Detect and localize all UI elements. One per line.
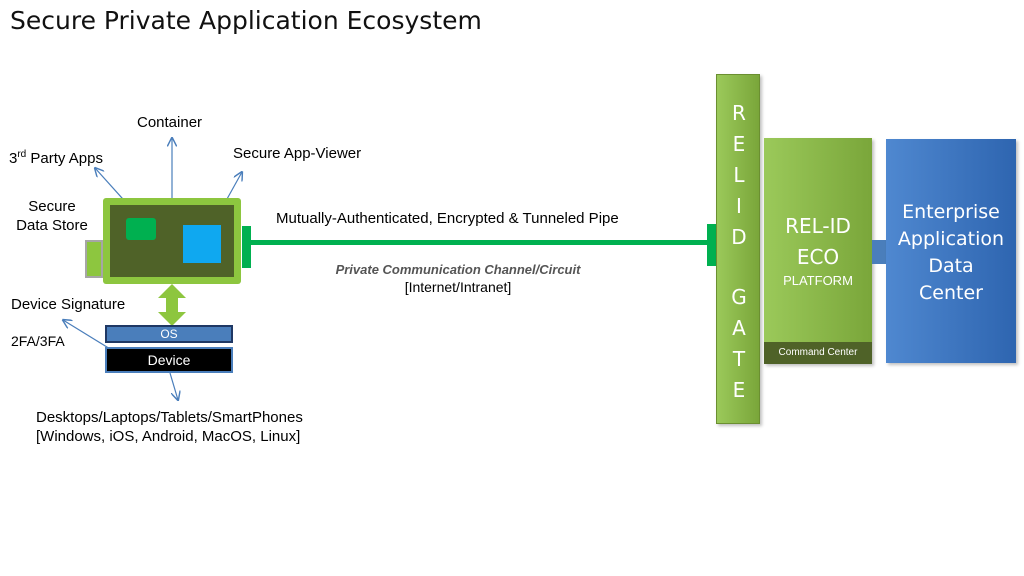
os-bar: OS xyxy=(105,325,233,343)
container-label: Container xyxy=(137,114,203,131)
two-factor-label: 2FA/3FA xyxy=(11,333,65,349)
network-label: [Internet/Intranet] xyxy=(404,279,512,295)
secure-data-store-block xyxy=(85,240,103,278)
eco-enterprise-connector xyxy=(872,240,886,264)
pipe-cap-right xyxy=(707,224,716,266)
secure-app-viewer-block xyxy=(183,225,221,263)
enterprise-line4: Center xyxy=(919,282,983,304)
page-title: Secure Private Application Ecosystem xyxy=(10,6,482,35)
enterprise-line2: Application xyxy=(897,228,1005,250)
gate-letter: D xyxy=(731,225,747,249)
gate-letter: G xyxy=(731,285,747,309)
command-center-bar: Command Center xyxy=(764,342,872,364)
gate-letter: R xyxy=(732,101,746,125)
gate-letter: I xyxy=(736,194,742,218)
enterprise-line3: Data xyxy=(928,255,974,277)
device-bar: Device xyxy=(105,347,233,373)
eco-line1: REL-ID xyxy=(785,214,851,238)
platforms-label: Desktops/Laptops/Tablets/SmartPhones [Wi… xyxy=(36,409,303,445)
device-signature-label: Device Signature xyxy=(11,296,126,313)
tunnel-pipe xyxy=(242,240,716,245)
device-platform-arrow xyxy=(169,372,178,400)
eco-line2: ECO xyxy=(796,245,840,269)
third-party-apps-label: 3rd Party Apps xyxy=(9,149,103,167)
enterprise-data-center: Enterprise Application Data Center xyxy=(886,139,1016,363)
gate-letter: E xyxy=(732,378,746,402)
third-party-app-block xyxy=(126,218,156,240)
eco-line3: PLATFORM xyxy=(783,273,853,288)
secure-app-viewer-label: Secure App-Viewer xyxy=(233,145,362,162)
enterprise-line1: Enterprise xyxy=(902,201,1000,223)
gate-letter: T xyxy=(732,347,746,371)
relid-gate: R E L I D G A T E xyxy=(716,74,760,424)
relid-eco-platform: REL-ID ECO PLATFORM xyxy=(764,138,872,364)
pipe-label: Mutually-Authenticated, Encrypted & Tunn… xyxy=(276,210,619,227)
double-arrow-icon xyxy=(158,284,186,326)
gate-letter: E xyxy=(732,132,746,156)
channel-label: Private Communication Channel/Circuit xyxy=(335,262,581,277)
gate-letter: A xyxy=(732,316,746,340)
pipe-cap-left xyxy=(242,226,251,268)
gate-letter: L xyxy=(733,163,745,187)
secure-data-store-label: Secure Data Store xyxy=(16,198,88,234)
